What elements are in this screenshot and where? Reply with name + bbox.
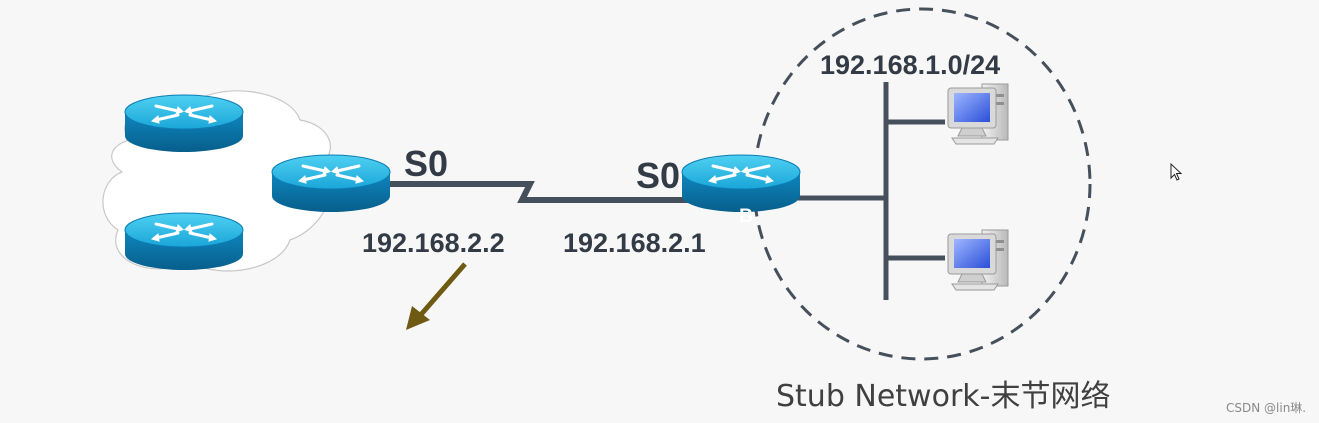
computer-icon-2 [947,229,1009,291]
watermark: CSDN @lin琳. [1226,401,1306,415]
interface-label-left: S0 [404,143,448,184]
router-icon-left-top [123,93,245,154]
annotation-arrowhead [406,306,430,330]
lan-subnet-label: 192.168.1.0/24 [820,50,1000,80]
router-icon-b [680,153,802,214]
router-icon-left-bottom [123,211,245,272]
router-icon-a [270,153,392,214]
mouse-cursor-icon [1170,162,1183,181]
stub-network-caption: Stub Network-末节网络 [776,379,1110,414]
ip-label-right: 192.168.2.1 [563,228,706,258]
interface-label-right: S0 [636,155,680,196]
computer-icon-1 [947,83,1009,145]
router-b-label: B [739,206,753,227]
serial-link [390,181,690,203]
ip-label-left: 192.168.2.2 [362,228,505,258]
annotation-arrow [416,262,467,320]
